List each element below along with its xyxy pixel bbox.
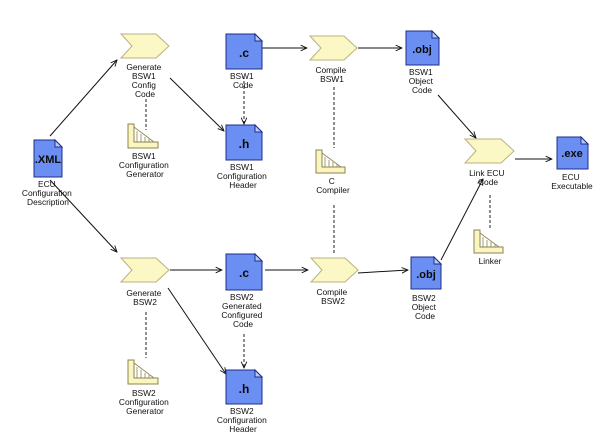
bsw1-configuration-header[interactable]: .h BSW1 Configuration Header: [217, 123, 269, 190]
c-compiler-label: C Compiler: [316, 176, 350, 195]
generate-bsw2-label: Generate BSW2: [126, 288, 163, 307]
arrow-compile-bsw2-to-object: [357, 270, 408, 273]
tool-c-compiler[interactable]: C Compiler: [315, 149, 350, 195]
bsw2-object-ext: .obj: [416, 269, 436, 281]
c-file-icon-2: [225, 253, 263, 291]
activities: Generate BSW1 Config Code Compile BSW1 L…: [119, 33, 515, 307]
h-file-icon: [225, 124, 263, 161]
c-file-icon: [225, 33, 263, 70]
c-file-fold-2: [254, 252, 264, 262]
ecu-configuration-description-label: ECU Configuration Description: [22, 179, 74, 207]
arrow-xml-to-generate-bsw2: [49, 179, 117, 252]
bsw2-configuration-header[interactable]: .h BSW2 Configuration Header: [217, 368, 269, 434]
chevron-icon: [309, 257, 359, 283]
obj-file-icon: [405, 30, 440, 66]
bsw2-object-label: BSW2 Object Code: [412, 293, 439, 321]
activity-compile-bsw2[interactable]: Compile BSW2: [309, 257, 359, 306]
arrow-generate-bsw2-to-header: [167, 287, 226, 374]
exe-file-icon: [556, 136, 589, 170]
bsw1-header-ext: .h: [239, 137, 250, 151]
exe-file-ext: .exe: [561, 148, 582, 160]
arrow-bsw2-object-to-link: [440, 179, 483, 261]
compile-bsw1-label: Compile BSW1: [315, 65, 348, 84]
ecu-executable[interactable]: .exe ECU Executable: [551, 135, 593, 191]
tool-bsw1-configuration-generator[interactable]: BSW1 Configuration Generator: [119, 123, 171, 179]
arrow-xml-to-generate-bsw1: [49, 60, 117, 137]
set-square-icon: [127, 359, 159, 385]
bsw1-code[interactable]: .c BSW1 Code: [225, 32, 264, 90]
chevron-icon: [119, 257, 170, 283]
h-file-icon-2: [225, 369, 263, 405]
artifacts: .XML ECU Configuration Description .c BS…: [22, 29, 593, 434]
bsw2-object-code[interactable]: .obj BSW2 Object Code: [410, 255, 443, 321]
compile-bsw2-label: Compile BSW2: [316, 287, 349, 306]
c-file-fold: [254, 32, 264, 42]
set-square-icon: [127, 123, 159, 149]
link-ecu-code-label: Link ECU Code: [469, 168, 507, 187]
chevron-icon: [119, 33, 170, 59]
tools: BSW1 Configuration Generator C Compiler …: [119, 123, 504, 416]
set-square-icon: [315, 149, 346, 174]
arrow-generate-bsw1-to-header: [169, 77, 224, 131]
activity-compile-bsw1[interactable]: Compile BSW1: [308, 35, 358, 84]
bsw1-code-label: BSW1 Code: [230, 71, 256, 90]
exe-file-fold: [580, 135, 590, 145]
flow-arrows: [49, 48, 552, 374]
ecu-configuration-description[interactable]: .XML ECU Configuration Description: [22, 138, 74, 207]
bsw1-object-ext: .obj: [412, 44, 432, 56]
bsw2-generated-code[interactable]: .c BSW2 Generated Configured Code: [221, 252, 264, 329]
bsw2-code-ext: .c: [239, 266, 249, 280]
bsw2-header-label: BSW2 Configuration Header: [217, 406, 269, 434]
bsw1-code-ext: .c: [239, 46, 249, 60]
h-file-fold: [254, 123, 264, 133]
bsw1-header-label: BSW1 Configuration Header: [217, 162, 269, 190]
bsw2-generator-label: BSW2 Configuration Generator: [119, 388, 171, 416]
chevron-icon: [463, 138, 515, 164]
bsw2-code-label: BSW2 Generated Configured Code: [221, 292, 264, 329]
bsw1-object-code[interactable]: .obj BSW1 Object Code: [405, 29, 441, 95]
ecu-executable-label: ECU Executable: [551, 172, 593, 191]
generate-bsw1-label: Generate BSW1 Config Code: [126, 62, 163, 99]
activity-generate-bsw1[interactable]: Generate BSW1 Config Code: [119, 33, 170, 99]
obj-file-fold-2: [433, 255, 443, 265]
bsw1-object-label: BSW1 Object Code: [409, 67, 436, 95]
linker-label: Linker: [479, 256, 502, 266]
chevron-icon: [308, 35, 358, 61]
bsw1-generator-label: BSW1 Configuration Generator: [119, 151, 171, 179]
activity-link-ecu-code[interactable]: Link ECU Code: [463, 138, 515, 187]
xml-file-icon: [33, 139, 63, 178]
xml-file-ext: .XML: [35, 154, 62, 166]
obj-file-icon-2: [410, 256, 442, 290]
obj-file-fold: [431, 29, 441, 39]
bsw2-header-ext: .h: [239, 382, 250, 396]
set-square-icon: [473, 229, 504, 254]
h-file-fold-2: [254, 368, 264, 378]
arrow-bsw1-object-to-link: [437, 94, 476, 138]
activity-generate-bsw2[interactable]: Generate BSW2: [119, 257, 170, 307]
tool-linker[interactable]: Linker: [473, 229, 504, 266]
xml-file-fold: [54, 138, 64, 148]
tool-bsw2-configuration-generator[interactable]: BSW2 Configuration Generator: [119, 359, 171, 416]
